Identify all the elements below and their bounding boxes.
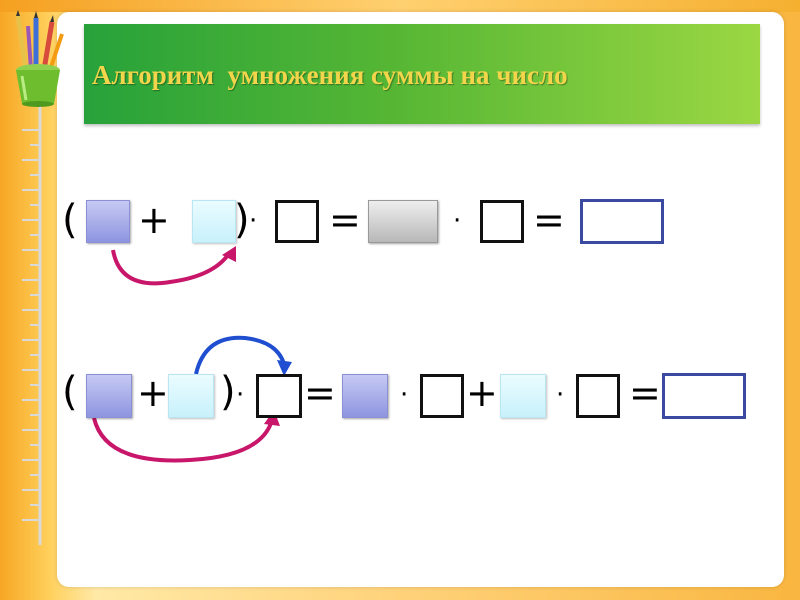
row1-result-box <box>580 199 664 244</box>
top-stripe <box>0 0 800 12</box>
row1-equals-1: = <box>329 198 361 242</box>
row1-addend-b-box <box>192 200 236 243</box>
row2-close-paren: ) <box>220 369 236 415</box>
row2-addend-a-box <box>86 374 132 418</box>
ruler-decoration <box>22 100 42 545</box>
row2-multiplier-box-2 <box>420 374 464 418</box>
row2-times-2: · <box>400 380 409 410</box>
row2-addend-b-box <box>168 374 214 418</box>
row2-times-1: · <box>236 380 245 410</box>
row1-times-2: · <box>453 206 462 236</box>
pencil-cup-icon <box>15 10 64 107</box>
row2-times-3: · <box>556 380 565 410</box>
row2-result-box <box>662 373 746 419</box>
row1-addend-a-box <box>86 200 130 243</box>
row1-multiplier-box <box>275 200 319 243</box>
row1-times-1: · <box>249 206 258 236</box>
row2-addend-a-copy-box <box>342 374 388 418</box>
row2-multiplier-box-3 <box>576 374 620 418</box>
row1-close-paren: ) <box>234 197 250 243</box>
row1-sum-box <box>368 200 438 243</box>
slide-title: Алгоритм умножения суммы на число <box>92 60 568 90</box>
row1-open-paren: ( <box>62 197 78 243</box>
row2-multiplier-box <box>256 374 302 418</box>
row2-equals-1: = <box>304 371 336 415</box>
row2-equals-2: = <box>629 371 661 415</box>
row1-plus: + <box>138 198 170 242</box>
title-banner <box>84 24 760 124</box>
row2-plus-2: + <box>466 371 498 415</box>
row2-addend-b-copy-box <box>500 374 546 418</box>
row2-open-paren: ( <box>62 369 78 415</box>
row2-plus-1: + <box>137 371 169 415</box>
row1-multiplier-box-2 <box>480 200 524 243</box>
row1-equals-2: = <box>533 198 565 242</box>
